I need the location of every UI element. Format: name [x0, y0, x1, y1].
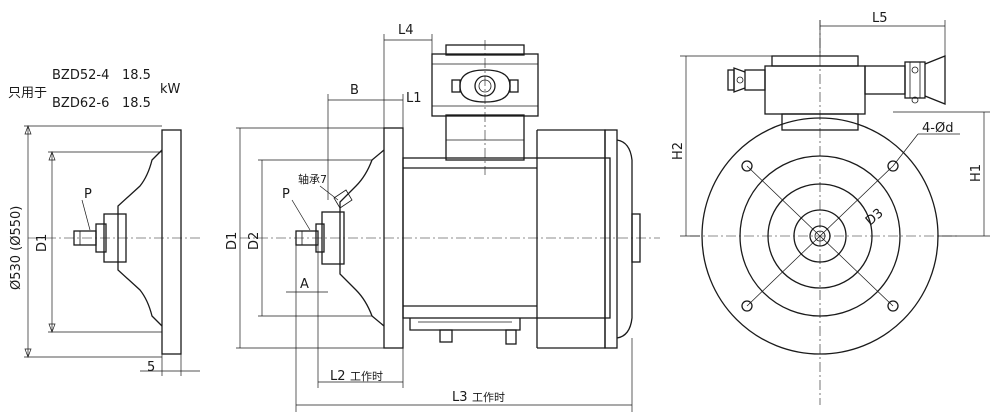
left-flange-plate — [161, 129, 182, 355]
center-junction-box — [431, 53, 539, 117]
note-power-2: 18.5 — [122, 96, 151, 111]
left-flange-view: D1 Ø530 (Ø550) P 5 — [9, 125, 200, 376]
note-unit: kW — [160, 82, 181, 97]
right-bolt-hole — [741, 160, 753, 172]
center-bell-housing — [339, 149, 385, 327]
left-body-outline — [117, 149, 163, 327]
right-holes-label: 4-Ød — [922, 121, 953, 136]
center-b-label: B — [350, 83, 359, 98]
center-p-label: P — [282, 187, 290, 202]
left-shaft — [73, 230, 97, 246]
center-l3-working: 工作时 — [472, 391, 505, 404]
note-model-1: BZD52-4 — [52, 68, 109, 83]
left-outer-diameter-label: Ø530 (Ø550) — [9, 206, 24, 290]
center-d1-label: D1 — [225, 232, 240, 250]
left-p-label: P — [84, 187, 92, 202]
right-junction-box — [764, 65, 866, 115]
center-l1-label: L1 — [406, 91, 422, 106]
center-side-view: L4 B L1 D1 D2 轴承7 P A L2 工作时 — [225, 23, 660, 412]
right-bolt-hole — [887, 300, 899, 312]
note-prefix: 只用于 — [8, 86, 47, 101]
center-l2-working: 工作时 — [350, 370, 383, 383]
center-box-stem — [445, 114, 525, 161]
center-l4-label: L4 — [398, 23, 414, 38]
right-h2-label: H2 — [671, 142, 686, 160]
right-bolt-hole — [741, 300, 753, 312]
center-motor-body — [402, 157, 611, 319]
right-h1-label: H1 — [969, 164, 984, 182]
left-d1-label: D1 — [35, 234, 50, 252]
center-a-label: A — [300, 277, 309, 292]
center-d2-label: D2 — [247, 232, 262, 250]
center-l2-label: L2 — [330, 369, 346, 384]
right-front-view: 4-Ød D3 L5 H2 H1 — [671, 11, 990, 405]
center-l3-label: L3 — [452, 390, 468, 405]
left-dim-5-label: 5 — [147, 360, 155, 375]
right-l5-label: L5 — [872, 11, 888, 26]
center-shaft — [295, 230, 319, 246]
note-model-2: BZD62-6 — [52, 96, 109, 111]
model-note: 只用于 BZD52-4 18.5 BZD62-6 18.5 kW — [8, 68, 181, 111]
center-bearing-label: 轴承7 — [298, 172, 327, 186]
right-bolt-hole — [887, 160, 899, 172]
note-power-1: 18.5 — [122, 68, 151, 83]
left-hub — [103, 213, 127, 263]
right-d3-label: D3 — [863, 206, 887, 229]
